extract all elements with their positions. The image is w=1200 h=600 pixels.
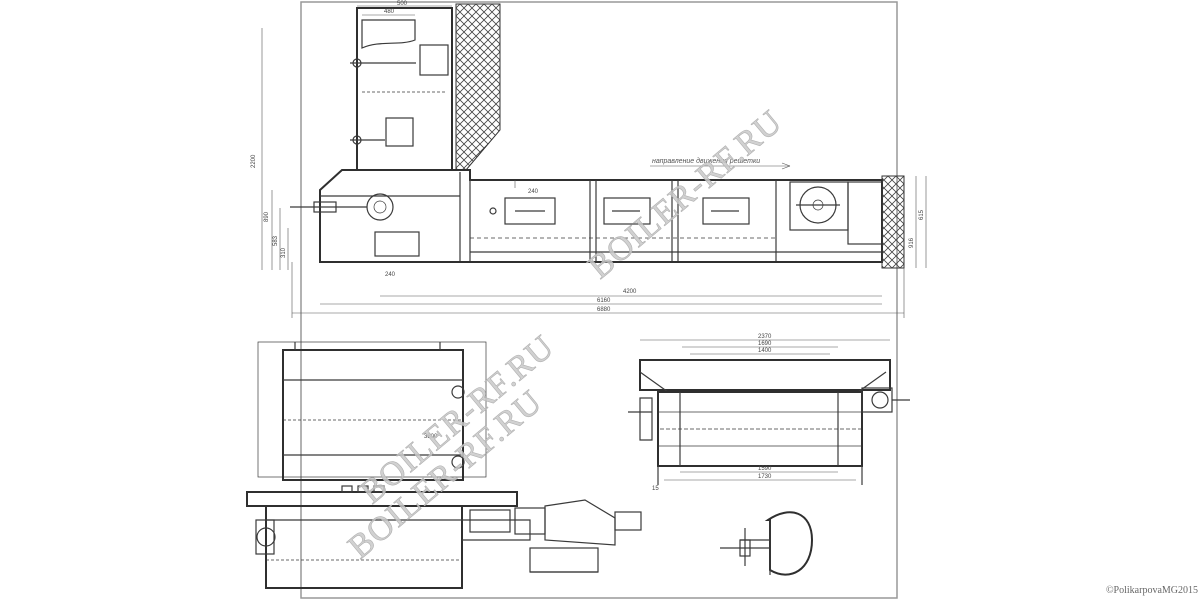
rear-wall-hatch bbox=[881, 175, 905, 269]
dim-height-total: 2200 bbox=[251, 154, 257, 168]
detail-view bbox=[720, 511, 814, 576]
dim-plan-small: 15 bbox=[652, 486, 659, 492]
dim-side-width: 3800 bbox=[424, 434, 438, 440]
dim-height-low: 583 bbox=[273, 235, 279, 246]
watermark-1: BOILER-RF.RU bbox=[581, 103, 789, 286]
dim-length-2: 6160 bbox=[597, 298, 611, 304]
plan-view: 2370 1690 1400 1590 1730 15 bbox=[628, 334, 910, 492]
copyright-text: ©PolikarpovaMG2015 bbox=[1106, 585, 1198, 596]
dim-small-b: 240 bbox=[385, 272, 396, 278]
dim-rear-h1: 916 bbox=[909, 237, 915, 248]
dim-plan-w3: 1400 bbox=[758, 348, 772, 354]
side-elevation-view: направление движения решетки bbox=[290, 3, 905, 269]
dim-length-3: 6880 bbox=[597, 307, 611, 313]
dim-plan-w2: 1690 bbox=[758, 341, 772, 347]
note-direction: направление движения решетки bbox=[652, 157, 760, 165]
furnace-wall-hatch bbox=[455, 3, 501, 171]
dim-height-mid: 890 bbox=[264, 211, 270, 222]
drawing-frame bbox=[300, 1, 898, 599]
dim-plan-b2: 1730 bbox=[758, 474, 772, 480]
dim-plan-b1: 1590 bbox=[758, 466, 772, 472]
dim-small-a: 240 bbox=[528, 189, 539, 195]
dim-plan-w1: 2370 bbox=[758, 334, 772, 340]
dim-height-base: 310 bbox=[281, 247, 287, 258]
side-dimensions: 500 480 2200 890 583 310 240 240 916 615… bbox=[251, 1, 927, 318]
front-view: 3800 bbox=[246, 341, 642, 589]
dim-length-1: 4200 bbox=[623, 289, 637, 295]
dim-rear-h2: 615 bbox=[919, 209, 925, 220]
dim-top-inner: 480 bbox=[384, 9, 395, 15]
dim-top-width: 500 bbox=[397, 1, 408, 7]
